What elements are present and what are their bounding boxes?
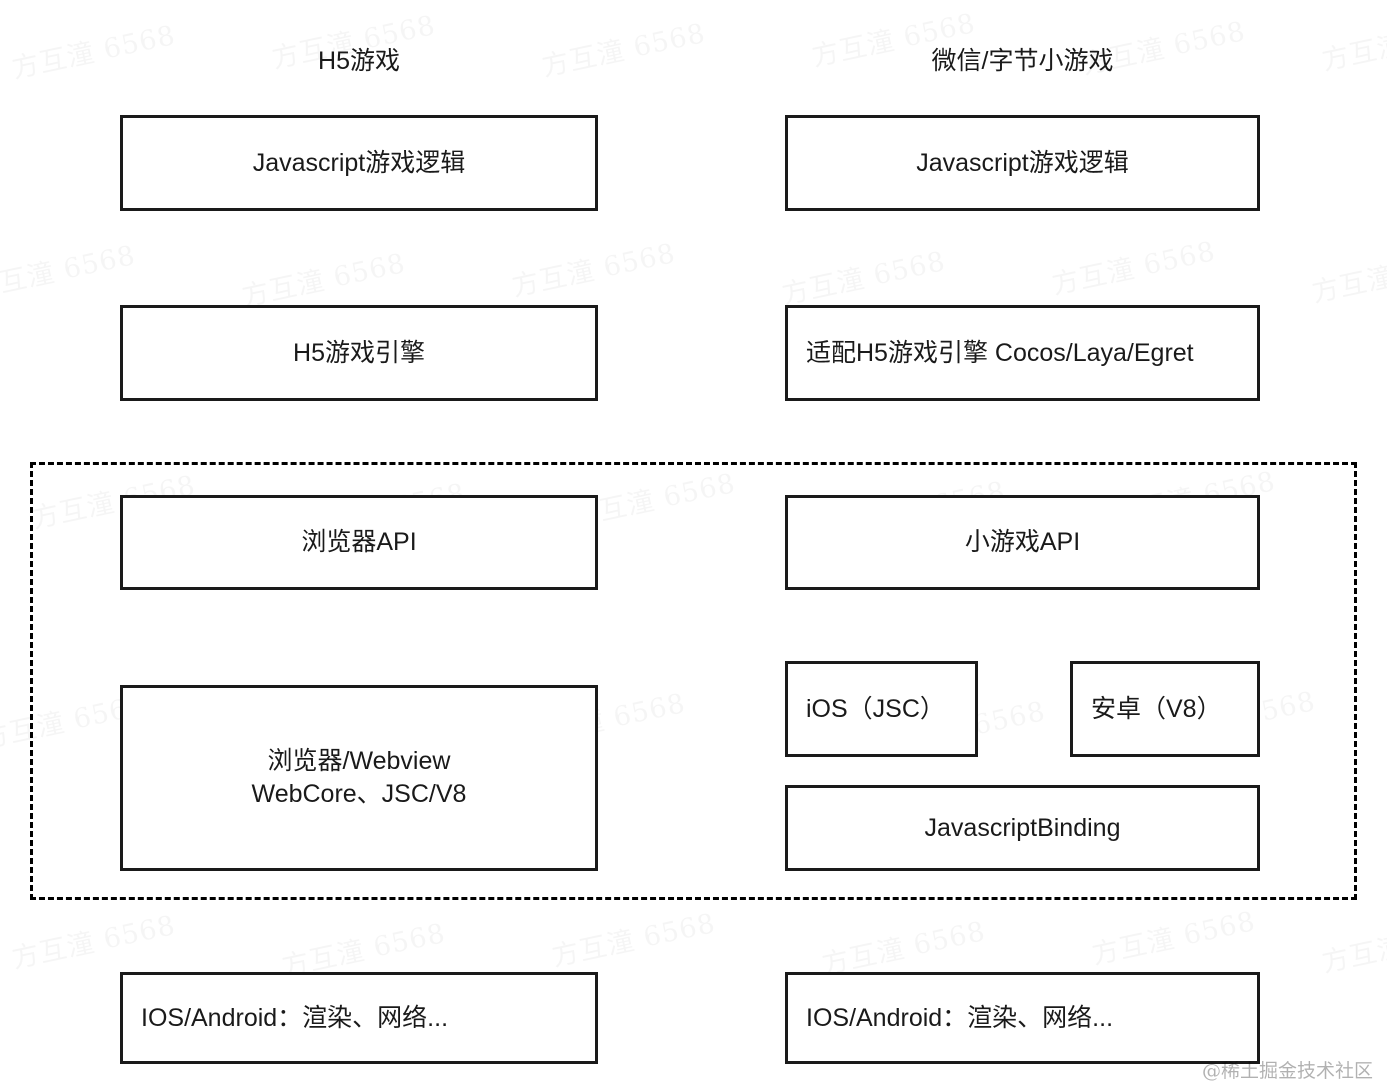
node-h5-engine-label: H5游戏引擎	[293, 338, 425, 367]
watermark-tile: 方互潼 6568	[818, 909, 989, 982]
node-javascript-binding-label: JavascriptBinding	[924, 813, 1121, 842]
node-h5-os-layer[interactable]: IOS/Android：渲染、网络...	[120, 972, 598, 1064]
node-minigame-api[interactable]: 小游戏API	[785, 495, 1260, 590]
watermark-tile: 方互潼 6568	[8, 903, 179, 976]
node-h5-engine[interactable]: H5游戏引擎	[120, 305, 598, 401]
watermark-tile: 方互潼 6568	[778, 239, 949, 312]
node-minigame-api-label: 小游戏API	[964, 528, 1081, 556]
node-minigame-js-logic[interactable]: Javascript游戏逻辑	[785, 115, 1260, 211]
node-h5-js-logic-label: Javascript游戏逻辑	[252, 148, 466, 177]
node-ios-jsc[interactable]: iOS（JSC）	[785, 661, 978, 757]
node-browser-api[interactable]: 浏览器API	[120, 495, 598, 590]
watermark-tile: 方互潼 6568	[1088, 899, 1259, 972]
node-browser-webview-core-label: 浏览器/Webview WebCore、JSC/V8	[251, 747, 467, 808]
watermark-tile: 方互潼 6568	[548, 901, 719, 974]
node-android-v8[interactable]: 安卓（V8）	[1070, 661, 1260, 757]
watermark-tile: 方互潼 6568	[0, 233, 139, 306]
node-minigame-engine-adapter[interactable]: 适配H5游戏引擎 Cocos/Laya/Egret	[785, 305, 1260, 401]
node-ios-jsc-label: iOS（JSC）	[806, 694, 945, 723]
watermark-tile: 方互潼 6568	[1318, 907, 1387, 980]
node-minigame-os-layer[interactable]: IOS/Android：渲染、网络...	[785, 972, 1260, 1064]
node-h5-js-logic[interactable]: Javascript游戏逻辑	[120, 115, 598, 211]
node-minigame-engine-adapter-label: 适配H5游戏引擎 Cocos/Laya/Egret	[806, 338, 1194, 367]
node-android-v8-label: 安卓（V8）	[1091, 694, 1222, 723]
watermark-tile: 方互潼 6568	[1308, 237, 1387, 310]
node-browser-api-label: 浏览器API	[301, 528, 417, 556]
watermark-tile: 方互潼 6568	[1318, 5, 1387, 78]
node-h5-os-layer-label: IOS/Android：渲染、网络...	[141, 1003, 449, 1032]
watermark-tile: 方互潼 6568	[238, 241, 409, 314]
column-header-minigame: 微信/字节小游戏	[931, 47, 1114, 75]
column-header-h5: H5游戏	[318, 47, 400, 75]
node-browser-webview-core[interactable]: 浏览器/Webview WebCore、JSC/V8	[120, 685, 598, 871]
node-minigame-js-logic-label: Javascript游戏逻辑	[916, 148, 1129, 177]
node-javascript-binding[interactable]: JavascriptBinding	[785, 785, 1260, 871]
corner-credit-watermark: @稀土掘金技术社区	[1201, 1060, 1373, 1082]
watermark-tile: 方互潼 6568	[1048, 229, 1219, 302]
runtime-layer-group-outline	[30, 462, 1357, 900]
watermark-tile: 方互潼 6568	[508, 231, 679, 304]
node-minigame-os-layer-label: IOS/Android：渲染、网络...	[806, 1003, 1114, 1032]
